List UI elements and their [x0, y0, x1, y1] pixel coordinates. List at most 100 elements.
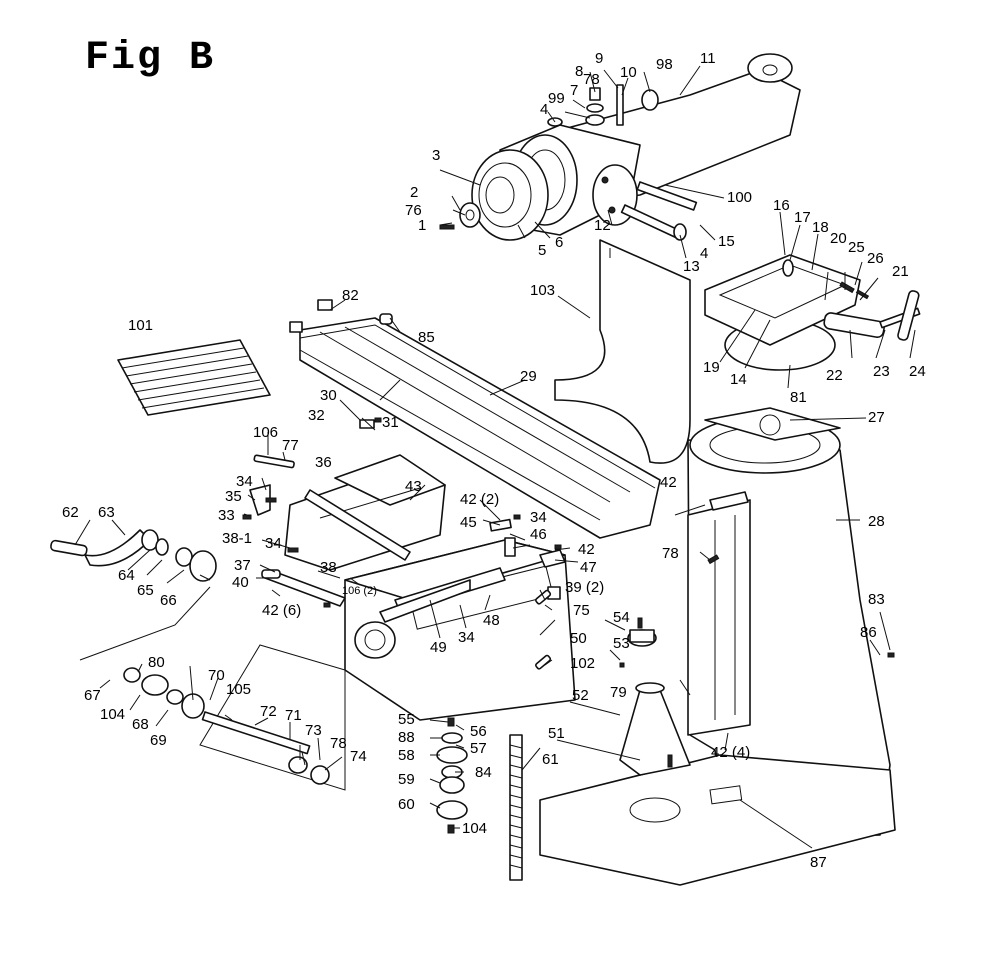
part-label-101: 101 [128, 317, 153, 334]
part-label-17: 17 [794, 209, 811, 226]
part-label-64: 64 [118, 567, 135, 584]
crank-handle [50, 529, 217, 582]
part-label-71: 71 [285, 707, 302, 724]
part-label-42a: 42 (2) [460, 491, 499, 508]
lock-bolt-stack [547, 84, 659, 127]
part-label-74: 74 [350, 748, 367, 765]
part-label-10: 10 [620, 64, 637, 81]
part-label-85: 85 [418, 329, 435, 346]
part-label-106a: 106 [253, 424, 278, 441]
stop-screw-40 [261, 569, 281, 579]
part-label-26: 26 [867, 250, 884, 267]
part-label-100: 100 [727, 189, 752, 206]
part-label-31: 31 [382, 414, 399, 431]
screw-1 [439, 224, 455, 230]
part-label-63: 63 [98, 504, 115, 521]
part-label-87: 87 [810, 854, 827, 871]
elevating-screw [509, 734, 523, 881]
part-label-52: 52 [572, 687, 589, 704]
part-label-18: 18 [812, 219, 829, 236]
elevating-bracket [619, 617, 691, 776]
part-label-33: 33 [218, 507, 235, 524]
part-label-65: 65 [137, 582, 154, 599]
part-label-5: 5 [538, 242, 546, 259]
part-label-56: 56 [470, 723, 487, 740]
part-label-105: 105 [226, 681, 251, 698]
bevel-gear-stack [436, 717, 468, 834]
part-label-42b: 42 [660, 474, 677, 491]
chip-guard [554, 239, 691, 464]
leadscrew-assembly [123, 644, 346, 791]
part-label-98: 98 [656, 56, 673, 73]
part-label-80: 80 [148, 654, 165, 671]
part-label-8: 8 [575, 63, 583, 80]
part-label-54: 54 [613, 609, 630, 626]
part-label-2: 2 [410, 184, 418, 201]
part-label-39: 39 (2) [565, 579, 604, 596]
part-label-29: 29 [520, 368, 537, 385]
part-label-27: 27 [868, 409, 885, 426]
part-label-88: 88 [398, 729, 415, 746]
part-label-50: 50 [570, 630, 587, 647]
part-label-42d: 42 (6) [262, 602, 301, 619]
small-parts [242, 417, 895, 670]
part-label-35: 35 [225, 488, 242, 505]
worm-gear [471, 149, 549, 241]
part-label-72: 72 [260, 703, 277, 720]
part-label-28: 28 [868, 513, 885, 530]
part-label-12: 12 [594, 217, 611, 234]
part-label-86: 86 [860, 624, 877, 641]
part-label-59: 59 [398, 771, 415, 788]
part-label-61: 61 [542, 751, 559, 768]
part-label-104a: 104 [100, 706, 125, 723]
part-label-25: 25 [848, 239, 865, 256]
part-label-9: 9 [595, 50, 603, 67]
saddle-gib-36 [304, 489, 411, 561]
part-label-57: 57 [470, 740, 487, 757]
knee-gib-49 [379, 579, 471, 623]
part-label-16: 16 [773, 197, 790, 214]
part-label-78b: 78 [662, 545, 679, 562]
part-label-106b: 106 (2) [342, 585, 377, 597]
part-label-38b: 38 [320, 559, 337, 576]
saddle [284, 454, 446, 571]
part-label-99: 99 [548, 90, 565, 107]
part-label-6: 6 [555, 234, 563, 251]
part-label-51: 51 [548, 725, 565, 742]
part-label-42e: 42 (4) [711, 744, 750, 761]
part-label-102: 102 [570, 655, 595, 672]
ram-studs [620, 181, 698, 241]
part-label-15: 15 [718, 233, 735, 250]
part-label-53: 53 [613, 635, 630, 652]
part-label-70: 70 [208, 667, 225, 684]
part-label-11: 11 [700, 50, 716, 67]
part-label-40: 40 [232, 574, 249, 591]
part-label-23: 23 [873, 363, 890, 380]
part-label-34b: 34 [265, 535, 282, 552]
part-label-79: 79 [610, 684, 627, 701]
part-label-24: 24 [909, 363, 926, 380]
part-label-42c: 42 [578, 541, 595, 558]
part-label-66: 66 [160, 592, 177, 609]
part-label-103: 103 [530, 282, 555, 299]
lock-31 [359, 419, 375, 429]
part-label-19: 19 [703, 359, 720, 376]
plug-85 [379, 313, 393, 325]
part-label-47: 47 [580, 559, 597, 576]
base [539, 754, 896, 886]
part-label-75: 75 [573, 602, 590, 619]
part-label-21: 21 [892, 263, 909, 280]
part-label-55: 55 [398, 711, 415, 728]
table [289, 299, 661, 539]
pinion-gear [459, 202, 481, 228]
part-label-22: 22 [826, 367, 843, 384]
part-label-4a: 4 [540, 101, 548, 118]
figure-title: Fig B [85, 36, 216, 81]
part-label-13: 13 [683, 258, 700, 275]
part-label-45: 45 [460, 514, 477, 531]
part-label-104b: 104 [462, 820, 487, 837]
part-label-62: 62 [62, 504, 79, 521]
part-label-3: 3 [432, 147, 440, 164]
part-label-14: 14 [730, 371, 747, 388]
